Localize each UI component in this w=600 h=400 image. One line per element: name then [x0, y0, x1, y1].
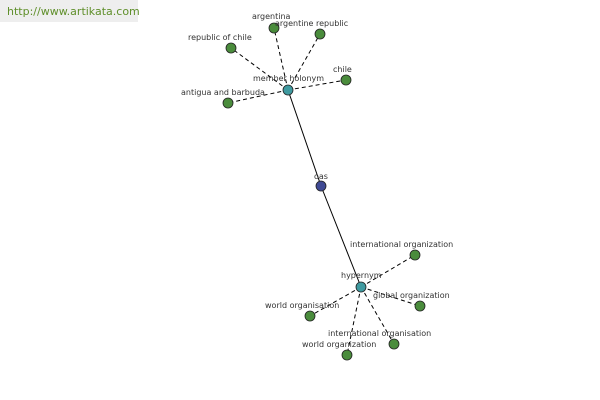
label-argentine-republic: argentine republic — [275, 19, 348, 28]
graph-nodes — [222, 22, 426, 361]
label-international-organisation: international organisation — [328, 329, 431, 338]
label-global-organization: global organization — [373, 291, 450, 300]
node-antigua-and-barbuda[interactable] — [222, 97, 234, 109]
edge-member-holonym-antigua — [227, 89, 289, 104]
graph-labels: oas member holonym hypernym argentina ar… — [181, 12, 453, 349]
node-member-holonym[interactable] — [282, 84, 294, 96]
node-world-organisation[interactable] — [304, 310, 316, 322]
node-international-organisation[interactable] — [388, 338, 400, 350]
node-global-organization[interactable] — [414, 300, 426, 312]
node-republic-of-chile[interactable] — [225, 42, 237, 54]
node-oas[interactable] — [315, 180, 327, 192]
node-argentina[interactable] — [268, 22, 280, 34]
node-argentine-republic[interactable] — [314, 28, 326, 40]
edge-hypernym-global-organization — [360, 286, 421, 307]
edge-member-holonym-argentina — [273, 27, 289, 91]
label-world-organisation: world organisation — [265, 301, 339, 310]
label-chile: chile — [333, 65, 352, 74]
node-world-organization[interactable] — [341, 349, 353, 361]
site-url-link[interactable]: http://www.artikata.com — [7, 5, 140, 18]
graph-edges — [227, 27, 421, 356]
label-argentina: argentina — [252, 12, 291, 21]
edge-oas-member-holonym — [287, 89, 322, 187]
label-member-holonym: member holonym — [253, 74, 324, 83]
edge-hypernym-international-organisation — [360, 286, 395, 345]
url-banner: http://www.artikata.com — [0, 0, 140, 22]
edge-member-holonym-argentine-republic — [287, 33, 321, 91]
edge-member-holonym-republic-of-chile — [230, 47, 289, 91]
label-antigua-and-barbuda: antigua and barbuda — [181, 88, 265, 97]
edge-member-holonym-chile — [287, 79, 347, 91]
label-republic-of-chile: republic of chile — [188, 33, 252, 42]
node-international-organization[interactable] — [409, 249, 421, 261]
edge-hypernym-world-organization — [346, 286, 362, 356]
label-oas: oas — [314, 172, 328, 181]
label-hypernym: hypernym — [341, 271, 382, 280]
edge-hypernym-international-organization — [360, 254, 416, 288]
edge-hypernym-world-organisation — [309, 286, 362, 317]
label-world-organization: world organization — [302, 340, 376, 349]
edge-oas-hypernym — [320, 185, 362, 288]
label-international-organization: international organization — [350, 240, 453, 249]
node-chile[interactable] — [340, 74, 352, 86]
node-hypernym[interactable] — [355, 281, 367, 293]
